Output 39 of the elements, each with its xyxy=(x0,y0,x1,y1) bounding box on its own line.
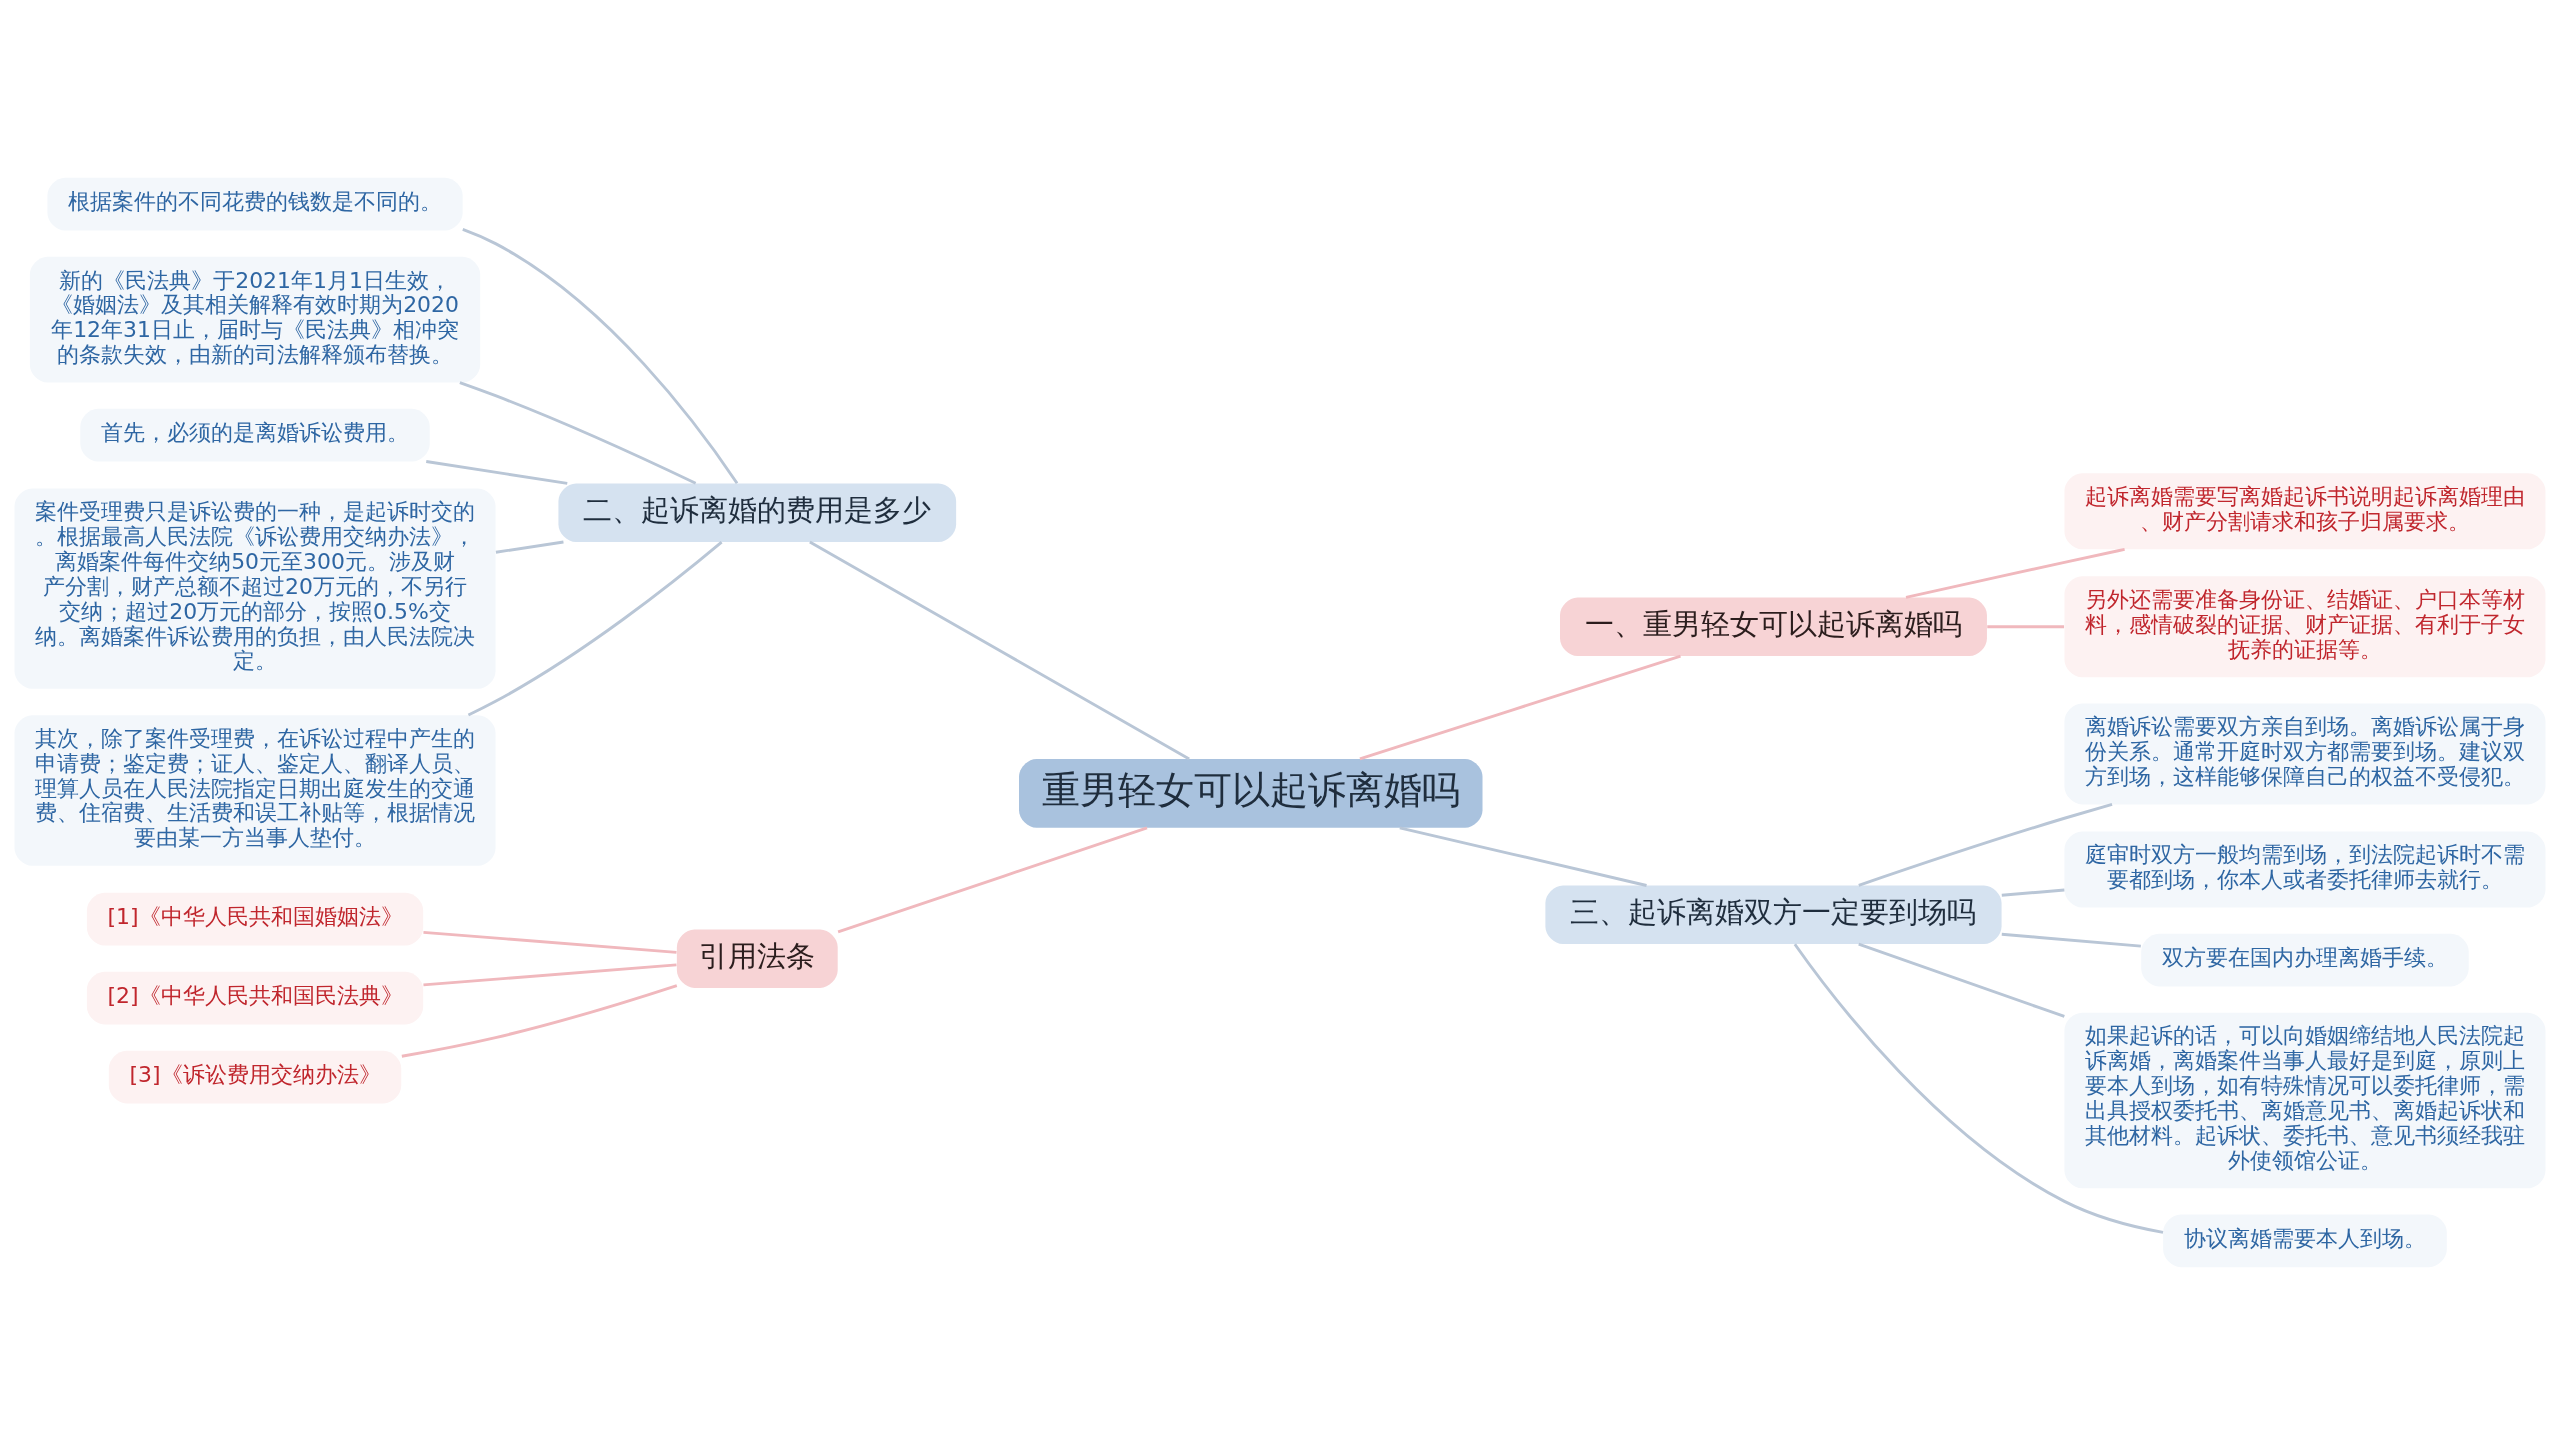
connector xyxy=(423,962,677,986)
node-box: [3]《诉讼费用交纳办法》 xyxy=(108,1050,402,1103)
node-box: 新的《民法典》于2021年1月1日生效，《婚姻法》及其相关解释有效时期为2020年12年31日止，届时与《民法典》相冲突的条款失效，由新的司法解释颁布替换。 xyxy=(29,256,481,383)
node-box: 二、起诉离婚的费用是多少 xyxy=(558,482,957,542)
node-box: [2]《中华人民共和国民法典》 xyxy=(86,971,424,1024)
connector xyxy=(462,227,739,484)
connector xyxy=(2001,932,2141,948)
connector xyxy=(1858,802,2113,887)
node-box: 一、重男轻女可以起诉离婚吗 xyxy=(1560,597,1987,656)
connector xyxy=(495,540,564,554)
connector xyxy=(837,825,1148,933)
node-box: 如果起诉的话，可以向婚姻缔结地人民法院起诉离婚，离婚案件当事人最好是到庭，原则上要本人到场，如有特殊情况可以委托律师，需出具授权委托书、离婚意见书、离婚起诉状和其他材料。起诉状、委托书、意见书须经我驻外使领馆公证。 xyxy=(2064,1012,2546,1188)
connector xyxy=(809,540,1190,760)
connector xyxy=(1987,624,2065,628)
node-box: 根据案件的不同花费的钱数是不同的。 xyxy=(47,177,463,230)
connector xyxy=(426,459,568,485)
connector xyxy=(401,983,678,1058)
connector xyxy=(467,540,723,716)
node-box: 案件受理费只是诉讼费的一种，是起诉时交的。根据最高人民法院《诉讼费用交纳办法》，离婚案件每件交纳50元至300元。涉及财产分割，财产总额不超过20万元的，不另行交纳；超过20万元的部分，按照0.5%交纳。离婚案件诉讼费用的负担，由人民法院决定。 xyxy=(14,488,496,689)
node-box: 起诉离婚需要写离婚起诉书说明起诉离婚理由、财产分割请求和孩子归属要求。 xyxy=(2064,472,2546,549)
node-box: 庭审时双方一般均需到场，到法院起诉时不需要都到场，你本人或者委托律师去就行。 xyxy=(2064,830,2546,907)
connector xyxy=(2001,888,2065,897)
node-box: 重男轻女可以起诉离婚吗 xyxy=(1019,758,1483,828)
connector xyxy=(1793,942,2164,1234)
connector xyxy=(459,380,697,485)
connector xyxy=(1359,654,1681,760)
node-box: 首先，必须的是离婚诉讼费用。 xyxy=(80,408,430,461)
node-box: 三、起诉离婚双方一定要到场吗 xyxy=(1545,885,2002,944)
node-box: 另外还需要准备身份证、结婚证、户口本等材料，感情破裂的证据、财产证据、有利于子女抚养的证据等。 xyxy=(2064,575,2546,677)
connector xyxy=(1905,547,2125,599)
node-box: 双方要在国内办理离婚手续。 xyxy=(2141,933,2469,986)
node-box: 引用法条 xyxy=(676,928,838,988)
connector xyxy=(1399,825,1647,887)
node-box: 离婚诉讼需要双方亲自到场。离婚诉讼属于身份关系。通常开庭时双方都需要到场。建议双方到场，这样能够保障自己的权益不受侵犯。 xyxy=(2064,703,2546,804)
node-box: [1]《中华人民共和国婚姻法》 xyxy=(86,892,424,945)
node-box: 协议离婚需要本人到场。 xyxy=(2163,1214,2447,1267)
node-box: 其次，除了案件受理费，在诉讼过程中产生的申请费；鉴定费；证人、鉴定人、翻译人员、理算人员在人民法院指定日期出庭发生的交通费、住宿费、生活费和误工补贴等，根据情况要由某一方当事人垫付。 xyxy=(14,714,496,866)
connector xyxy=(1858,942,2065,1018)
connector xyxy=(423,930,677,954)
